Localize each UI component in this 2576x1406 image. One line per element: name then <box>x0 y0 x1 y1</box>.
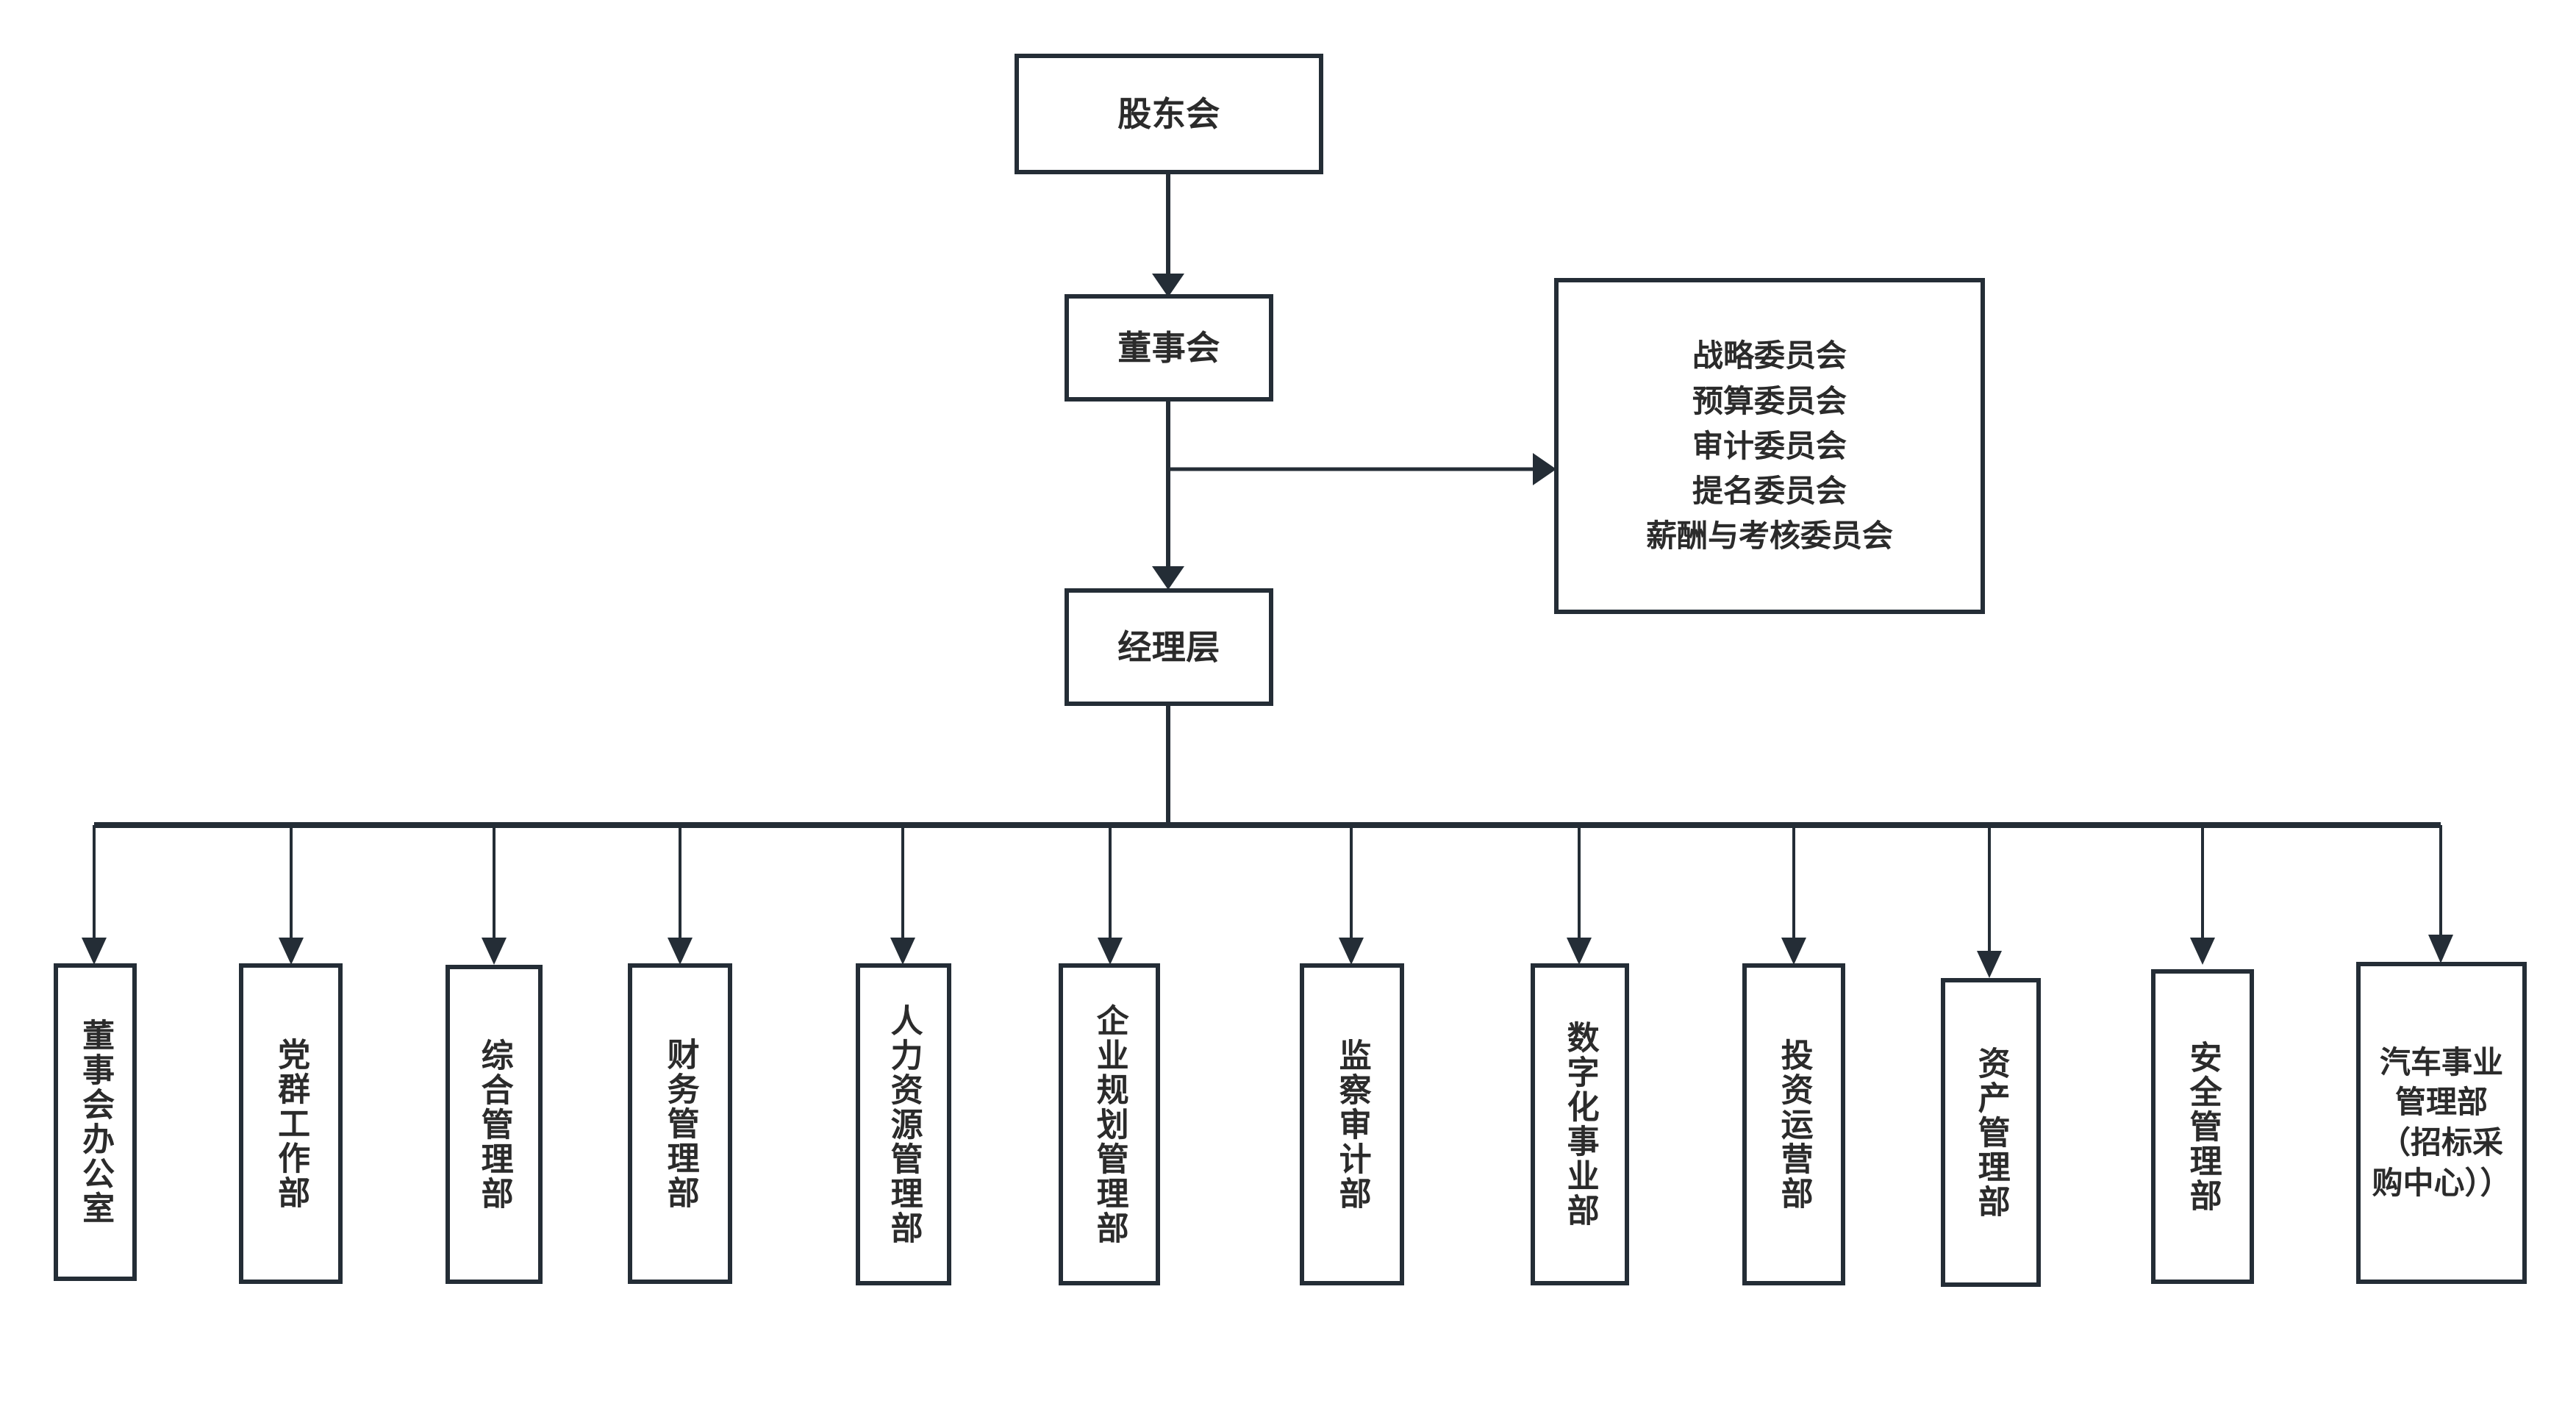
node-finance[interactable]: 财务管理部 <box>628 963 732 1284</box>
node-management[interactable]: 经理层 <box>1065 588 1273 706</box>
node-automobile-division-label: 汽车事业管理部（招标采购中心）） <box>2372 1043 2511 1201</box>
node-board-label: 董事会 <box>1117 327 1220 368</box>
node-automobile-division[interactable]: 汽车事业管理部（招标采购中心）） <box>2356 962 2527 1284</box>
node-shareholders[interactable]: 股东会 <box>1015 54 1323 174</box>
node-asset-management[interactable]: 资产管理部 <box>1941 978 2041 1287</box>
node-digitalization[interactable]: 数字化事业部 <box>1531 963 1629 1285</box>
node-shareholders-label: 股东会 <box>1117 93 1220 134</box>
node-committees[interactable]: 战略委员会 预算委员会 审计委员会 提名委员会 薪酬与考核委员会 <box>1554 278 1985 614</box>
node-investment-ops[interactable]: 投资运营部 <box>1742 963 1845 1285</box>
committee-item-strategy: 战略委员会 <box>1692 338 1847 374</box>
node-human-resources-label: 人力资源管理部 <box>884 1003 923 1246</box>
edge-management-to-bus <box>94 706 2441 828</box>
node-asset-management-label: 资产管理部 <box>1972 1046 2010 1219</box>
committee-item-audit: 审计委员会 <box>1692 427 1847 464</box>
edge-shareholders-to-board <box>1152 174 1184 297</box>
edge-bus-to-departments <box>82 825 2453 978</box>
node-party-affairs-label: 党群工作部 <box>272 1037 310 1210</box>
node-general-admin-label: 综合管理部 <box>475 1038 513 1211</box>
node-digitalization-label: 数字化事业部 <box>1561 1021 1599 1228</box>
node-board[interactable]: 董事会 <box>1065 294 1273 402</box>
committee-item-remuneration: 薪酬与考核委员会 <box>1645 518 1893 554</box>
node-finance-label: 财务管理部 <box>661 1037 699 1210</box>
node-supervision-audit-label: 监察审计部 <box>1333 1038 1371 1211</box>
committee-item-budget: 预算委员会 <box>1692 382 1847 419</box>
node-board-office[interactable]: 董事会办公室 <box>54 963 137 1281</box>
node-enterprise-planning[interactable]: 企业规划管理部 <box>1059 963 1160 1285</box>
node-supervision-audit[interactable]: 监察审计部 <box>1300 963 1404 1285</box>
node-board-office-label: 董事会办公室 <box>76 1018 115 1226</box>
edge-board-to-management <box>1152 401 1184 590</box>
node-human-resources[interactable]: 人力资源管理部 <box>856 963 951 1285</box>
node-investment-ops-label: 投资运营部 <box>1775 1038 1813 1211</box>
node-enterprise-planning-label: 企业规划管理部 <box>1090 1003 1128 1246</box>
node-management-label: 经理层 <box>1117 627 1220 667</box>
node-safety-management[interactable]: 安全管理部 <box>2151 969 2254 1284</box>
committee-item-nomination: 提名委员会 <box>1692 473 1847 510</box>
node-party-affairs[interactable]: 党群工作部 <box>239 963 343 1284</box>
edge-board-to-committees <box>1168 453 1556 485</box>
node-general-admin[interactable]: 综合管理部 <box>446 965 543 1284</box>
node-safety-management-label: 安全管理部 <box>2183 1040 2222 1213</box>
